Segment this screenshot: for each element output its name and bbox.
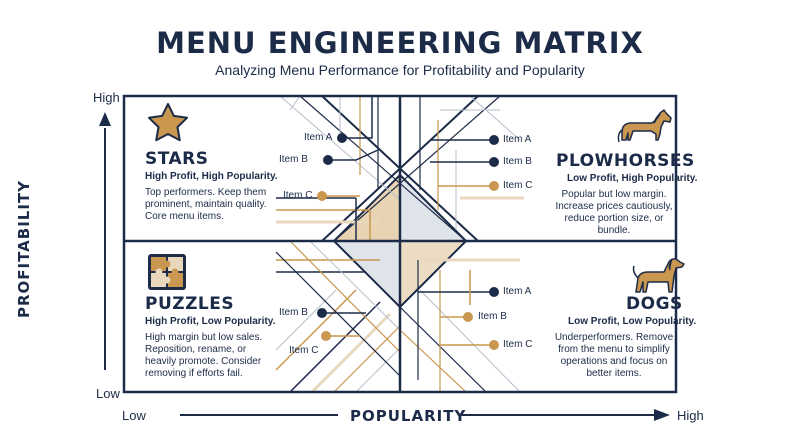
horse-icon	[617, 109, 672, 143]
puzzles-headline: High Profit, Low Popularity.	[145, 316, 276, 327]
stars-description: Top performers. Keep them prominent, mai…	[145, 187, 267, 223]
x-axis-high-label: High	[677, 408, 704, 423]
stars-item-c-marker	[317, 191, 327, 201]
puzzles-item-b-marker	[317, 308, 327, 318]
x-axis-arrow	[180, 409, 670, 421]
dogs-item-c-marker	[489, 340, 499, 350]
dogs-description-line: better items.	[586, 368, 642, 379]
plowhorses-item-b-marker	[489, 157, 499, 167]
stars-item-connectors	[322, 96, 379, 197]
plowhorses-item-a-marker	[489, 135, 499, 145]
puzzles-description-line: removing if efforts fail.	[145, 368, 243, 379]
dogs-description-line: Underperformers. Remove	[554, 332, 674, 343]
plowhorses-title: PLOWHORSES	[556, 151, 695, 171]
y-axis-arrow	[99, 112, 111, 370]
puzzles-item-connectors	[322, 312, 366, 337]
plowhorses-item-c-marker	[489, 181, 499, 191]
matrix-frame	[122, 94, 678, 394]
stars-item-b-marker	[323, 155, 333, 165]
stars-title: STARS	[145, 149, 209, 169]
dogs-description: Underperformers. Remove from the menu to…	[554, 332, 674, 380]
dogs-item-a-label: Item A	[503, 286, 532, 297]
x-axis-low-label: Low	[122, 408, 146, 423]
plowhorses-description-line: Popular but low margin.	[561, 189, 667, 200]
dogs-description-line: from the menu to simplify	[558, 344, 670, 355]
dogs-item-a-marker	[489, 287, 499, 297]
stars-item-c-label: Item C	[283, 190, 313, 201]
puzzles-title: PUZZLES	[145, 294, 235, 314]
dogs-title: DOGS	[626, 294, 683, 314]
dogs-item-c-label: Item C	[503, 339, 533, 350]
puzzles-description-line: Reposition, rename, or	[145, 344, 247, 355]
puzzles-item-c-label: Item C	[289, 345, 319, 356]
stars-item-b-label: Item B	[279, 154, 308, 165]
x-axis-title: POPULARITY	[350, 407, 467, 425]
plowhorses-item-b-label: Item B	[503, 156, 532, 167]
dogs-item-b-marker	[463, 312, 473, 322]
stars-item-a-marker	[337, 133, 347, 143]
dog-icon	[632, 258, 685, 293]
puzzle-icon	[148, 254, 186, 290]
plowhorses-headline: Low Profit, High Popularity.	[567, 173, 698, 184]
dogs-description-line: operations and focus on	[560, 356, 668, 367]
stars-item-a-label: Item A	[304, 132, 333, 143]
page-subtitle: Analyzing Menu Performance for Profitabi…	[215, 62, 585, 78]
stars-headline: High Profit, High Popularity.	[145, 171, 278, 182]
dogs-item-connectors	[418, 270, 494, 346]
puzzles-description-line: heavily promote. Consider	[145, 356, 262, 367]
puzzles-item-c-marker	[321, 331, 331, 341]
plowhorses-description: Popular but low margin. Increase prices …	[554, 189, 674, 237]
dogs-headline: Low Profit, Low Popularity.	[568, 316, 697, 327]
plowhorses-item-connectors	[430, 139, 494, 187]
y-axis-high-label: High	[93, 90, 120, 105]
puzzles-item-b-label: Item B	[279, 307, 308, 318]
plowhorses-item-c-label: Item C	[503, 180, 533, 191]
puzzles-description-line: High margin but low sales.	[145, 332, 263, 343]
dogs-item-b-label: Item B	[478, 311, 507, 322]
page-title: MENU ENGINEERING MATRIX	[156, 26, 644, 60]
stars-description-line: Top performers. Keep them	[145, 187, 267, 198]
puzzles-description: High margin but low sales. Reposition, r…	[145, 332, 262, 380]
stars-description-line: Core menu items.	[145, 211, 224, 222]
stars-description-line: prominent, maintain quality.	[145, 199, 267, 210]
plowhorses-description-line: reduce portion size, or bundle.	[564, 213, 664, 236]
star-icon	[148, 103, 188, 142]
plowhorses-item-a-label: Item A	[503, 134, 532, 145]
y-axis-low-label: Low	[96, 386, 120, 401]
plowhorses-description-line: Increase prices cautiously,	[555, 201, 673, 212]
